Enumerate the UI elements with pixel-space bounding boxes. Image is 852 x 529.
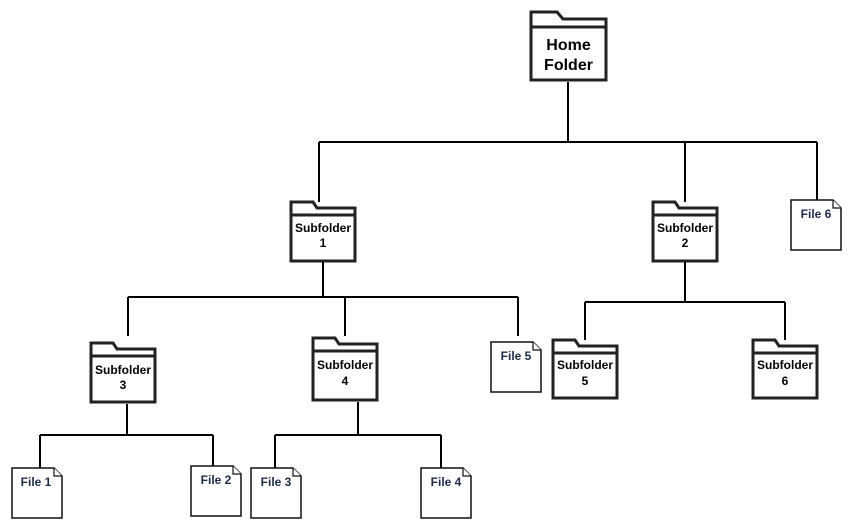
home-folder[interactable]: Home Folder bbox=[529, 10, 608, 82]
folder-icon bbox=[89, 341, 157, 404]
subfolder-3[interactable]: Subfolder 3 bbox=[89, 341, 157, 404]
file-4[interactable]: File 4 bbox=[420, 467, 472, 519]
file-1[interactable]: File 1 bbox=[11, 467, 63, 519]
subfolder-1-label-line2: 1 bbox=[320, 236, 327, 250]
file-5[interactable]: File 5 bbox=[490, 341, 542, 393]
subfolder-5-label-line2: 5 bbox=[582, 374, 589, 388]
folder-icon bbox=[311, 336, 379, 402]
subfolder-6[interactable]: Subfolder 6 bbox=[751, 338, 819, 400]
folder-icon bbox=[651, 200, 719, 263]
subfolder-1[interactable]: Subfolder 1 bbox=[289, 200, 357, 263]
subfolder-3-label-line1: Subfolder bbox=[95, 363, 151, 377]
file-icon bbox=[250, 467, 302, 519]
file-icon bbox=[420, 467, 472, 519]
file-2[interactable]: File 2 bbox=[190, 465, 242, 517]
file-5-label: File 5 bbox=[501, 349, 532, 363]
file-icon bbox=[490, 341, 542, 393]
subfolder-4[interactable]: Subfolder 4 bbox=[311, 336, 379, 402]
folder-icon bbox=[289, 200, 357, 263]
file-4-label: File 4 bbox=[431, 475, 462, 489]
file-6[interactable]: File 6 bbox=[790, 199, 842, 251]
connectors bbox=[39, 82, 818, 468]
folder-icon bbox=[529, 10, 608, 82]
file-icon bbox=[190, 465, 242, 517]
subfolder-5[interactable]: Subfolder 5 bbox=[551, 338, 619, 400]
file-icon bbox=[11, 467, 63, 519]
file-6-label: File 6 bbox=[801, 207, 832, 221]
subfolder-5-label-line1: Subfolder bbox=[557, 358, 613, 372]
subfolder-4-label-line1: Subfolder bbox=[317, 358, 373, 372]
home-folder-label-line1: Home bbox=[546, 37, 591, 54]
file-icon bbox=[790, 199, 842, 251]
subfolder-6-label-line2: 6 bbox=[782, 374, 789, 388]
home-folder-label-line2: Folder bbox=[544, 57, 593, 74]
subfolder-6-label-line1: Subfolder bbox=[757, 358, 813, 372]
subfolder-1-label-line1: Subfolder bbox=[295, 221, 351, 235]
file-1-label: File 1 bbox=[21, 475, 52, 489]
subfolder-2[interactable]: Subfolder 2 bbox=[651, 200, 719, 263]
file-2-label: File 2 bbox=[201, 473, 232, 487]
subfolder-3-label-line2: 3 bbox=[120, 378, 127, 392]
file-3-label: File 3 bbox=[261, 475, 292, 489]
subfolder-2-label-line2: 2 bbox=[682, 236, 689, 250]
subfolder-2-label-line1: Subfolder bbox=[657, 221, 713, 235]
subfolder-4-label-line2: 4 bbox=[342, 374, 349, 388]
file-3[interactable]: File 3 bbox=[250, 467, 302, 519]
